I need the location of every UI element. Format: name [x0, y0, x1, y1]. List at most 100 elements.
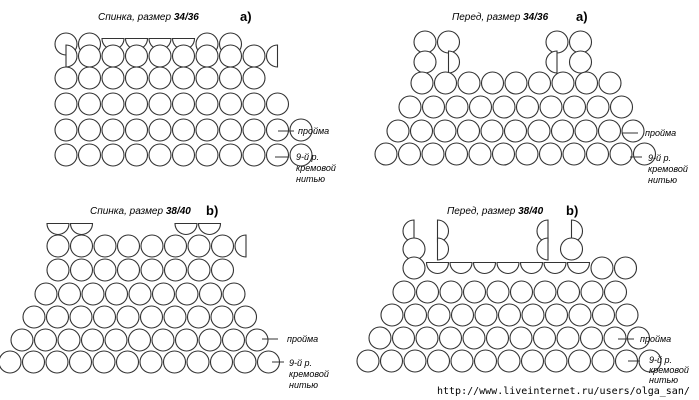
full-motif — [356, 349, 380, 373]
full-motif — [104, 282, 129, 306]
half-motif-right — [447, 50, 460, 74]
full-motif — [171, 118, 196, 142]
full-motif — [615, 303, 639, 327]
full-motif — [218, 118, 243, 142]
full-motif — [80, 328, 105, 352]
full-motif — [397, 142, 422, 166]
panel-title: Перед, размер 38/40 — [447, 206, 544, 217]
full-motif — [398, 95, 422, 119]
full-motif — [586, 95, 610, 119]
full-motif — [527, 119, 551, 143]
full-motif — [187, 258, 211, 282]
full-motif — [218, 92, 243, 116]
full-motif — [413, 50, 437, 74]
full-motif — [218, 143, 243, 167]
panel-back-large: Спинка, размер 38/40 b) пройма 9-й р. кр… — [0, 203, 329, 390]
full-motif — [124, 66, 149, 90]
full-motif — [436, 30, 461, 54]
full-motif — [233, 350, 257, 374]
panel-letter: a) — [240, 9, 252, 24]
full-motif — [538, 142, 563, 166]
full-motif — [163, 234, 188, 258]
full-motif — [22, 305, 46, 329]
full-motif — [545, 30, 569, 54]
full-motif — [462, 326, 486, 350]
full-motif — [148, 66, 172, 90]
full-motif — [242, 44, 266, 68]
full-motif — [46, 234, 70, 258]
full-motif — [485, 326, 510, 350]
armhole-label: пройма — [287, 334, 318, 344]
half-motif-bottom — [174, 222, 198, 235]
panel-letter: b) — [206, 203, 218, 218]
full-motif — [93, 258, 117, 282]
full-motif — [210, 258, 235, 282]
full-motif — [209, 350, 234, 374]
full-motif — [456, 119, 481, 143]
full-motif — [379, 349, 404, 373]
armhole-label: пройма — [645, 128, 676, 138]
full-motif — [195, 44, 219, 68]
full-motif — [101, 66, 125, 90]
row-label-line: кремовой — [296, 163, 336, 173]
full-motif — [497, 303, 522, 327]
full-motif — [210, 234, 235, 258]
panel-title: Спинка, размер 34/36 — [98, 12, 199, 23]
full-motif — [21, 350, 46, 374]
full-motif — [242, 118, 266, 142]
panel-title: Спинка, размер 38/40 — [90, 206, 191, 217]
panel-letter: b) — [566, 203, 578, 218]
panel-letter: a) — [576, 9, 588, 24]
full-motif — [124, 44, 149, 68]
full-motif — [539, 95, 563, 119]
full-motif — [515, 142, 539, 166]
full-motif — [92, 305, 117, 329]
full-motif — [10, 328, 34, 352]
half-motif-left — [536, 237, 549, 261]
full-motif — [474, 303, 498, 327]
full-motif — [151, 328, 175, 352]
full-motif — [415, 326, 439, 350]
full-motif — [462, 280, 487, 304]
full-motif — [579, 326, 604, 350]
full-motif — [551, 71, 575, 95]
full-motif — [544, 303, 569, 327]
half-motif-bottom — [46, 222, 70, 235]
full-motif — [116, 305, 140, 329]
full-motif — [93, 234, 117, 258]
full-motif — [195, 143, 219, 167]
half-motif-left — [545, 50, 558, 74]
full-motif — [139, 350, 163, 374]
full-motif — [486, 280, 510, 304]
full-motif — [148, 92, 172, 116]
full-motif — [221, 328, 246, 352]
row-label-line: 9-й р. — [648, 153, 671, 163]
full-motif — [34, 282, 58, 306]
armhole-label: пройма — [298, 126, 329, 136]
half-motif-bottom — [566, 261, 591, 274]
full-motif — [415, 280, 440, 304]
full-motif — [445, 95, 469, 119]
full-motif — [556, 326, 580, 350]
full-motif — [533, 280, 557, 304]
full-motif — [504, 71, 528, 95]
full-motif — [421, 95, 446, 119]
full-motif — [391, 326, 416, 350]
row-label-line: 9-й р. — [289, 358, 312, 368]
row-label-line: 9-й р. — [296, 152, 319, 162]
full-motif — [562, 142, 586, 166]
full-motif — [0, 350, 22, 374]
full-motif — [410, 71, 434, 95]
full-motif — [195, 118, 219, 142]
full-motif — [101, 143, 125, 167]
full-motif — [128, 282, 152, 306]
half-motif-bottom — [519, 261, 544, 274]
full-motif — [550, 119, 575, 143]
full-motif — [245, 328, 269, 352]
full-motif — [509, 280, 534, 304]
full-motif — [198, 328, 222, 352]
full-motif — [124, 92, 149, 116]
row-label-line: кремовой — [648, 164, 688, 174]
full-motif — [527, 71, 552, 95]
